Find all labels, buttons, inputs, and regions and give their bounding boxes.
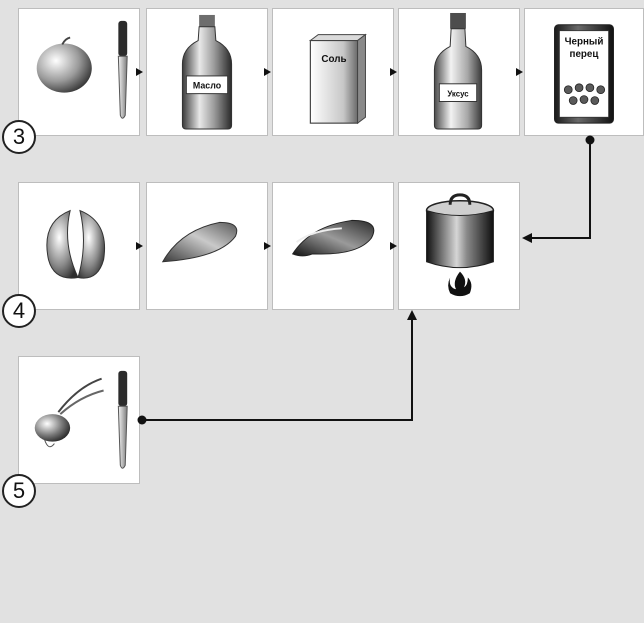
- step-card-apple-knife: [18, 8, 140, 136]
- step-number-4: 4: [2, 294, 36, 328]
- leaf-piece-icon: [161, 221, 238, 263]
- black-pepper-can-icon: Черный перец: [554, 24, 614, 124]
- step-card-vinegar: Уксус: [398, 8, 520, 136]
- peppercorns: [563, 83, 606, 105]
- pepper-label-line1: Черный: [565, 36, 604, 47]
- onion-to-pot-line: [142, 318, 413, 421]
- vinegar-label: Уксус: [447, 90, 469, 99]
- pepper-to-pot-line: [530, 140, 591, 239]
- marinated-piece-icon: [291, 219, 375, 257]
- vinegar-bottle-icon: Уксус: [433, 12, 483, 130]
- pepper-label-line2: перец: [570, 49, 599, 60]
- oil-label: Масло: [193, 81, 222, 91]
- step-card-salt: Соль: [272, 8, 394, 136]
- apple-and-knife-icon: [36, 20, 128, 119]
- step-card-onion-knife: [18, 356, 140, 484]
- onion-to-pot-arrowhead: [407, 310, 417, 320]
- pot-on-fire-icon: [425, 193, 495, 297]
- salt-pack-icon: Соль: [308, 33, 367, 125]
- salt-label: Соль: [321, 54, 346, 65]
- step-card-marinated-piece: [272, 182, 394, 310]
- pepper-connector-dot: [585, 135, 595, 145]
- step-card-leaf-piece: [146, 182, 268, 310]
- step-card-pepper: Черный перец: [524, 8, 644, 136]
- pepper-to-pot-arrowhead: [522, 233, 532, 243]
- oil-bottle-icon: Масло: [181, 14, 233, 130]
- step-number-5: 5: [2, 474, 36, 508]
- step-card-split-halves: [18, 182, 140, 310]
- split-halves-icon: [46, 209, 105, 279]
- step-card-pot: [398, 182, 520, 310]
- onion-and-knife-icon: [34, 370, 128, 469]
- step-number-3: 3: [2, 120, 36, 154]
- step-card-oil: Масло: [146, 8, 268, 136]
